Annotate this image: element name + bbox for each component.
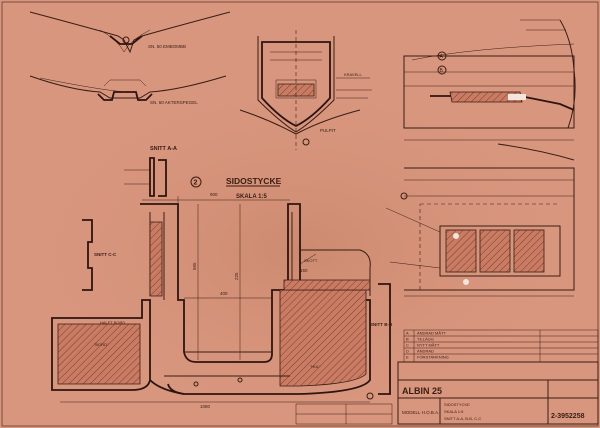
rev-c-text: NYTT MÅTT <box>417 343 440 348</box>
section-a-label: SNITT A-A <box>150 146 177 152</box>
dim-2: 565 <box>192 262 197 270</box>
subject-line-2: SKALA 1:5 <box>444 409 464 414</box>
dim-3: 225 <box>234 272 239 280</box>
rev-d-letter: D <box>406 349 409 354</box>
callout-a-top: A <box>440 54 444 60</box>
drawing-title: SIDOSTYCKE <box>226 176 282 186</box>
section-a-a: SNITT A-A 2 <box>124 146 202 197</box>
transom-label: PULPIT <box>320 128 336 133</box>
main-callouts: HALFT BORD "BORD" SKOTT "HUL" <box>94 253 321 369</box>
rev-b-letter: B <box>406 337 409 342</box>
dim-1: 900 <box>210 192 218 197</box>
drawing-scale: SKALA 1:5 <box>236 194 267 200</box>
dimensions: 900 565 225 1080 400 150 <box>60 192 370 409</box>
top-view-1-label: SN. 50 EMBOMBB <box>148 44 186 49</box>
section-c-label: SNITT C-C <box>94 252 117 257</box>
top-view-2: SN. 50 AKTERSPEGEL <box>29 75 227 105</box>
rev-b-text: TILLÄGG <box>417 337 434 342</box>
callout-d-circle <box>400 192 408 200</box>
top-view-1: SN. 50 EMBOMBB <box>29 11 231 54</box>
rev-d-text: ÄNDRAD <box>417 349 434 354</box>
label-skott: SKOTT <box>304 258 318 263</box>
rev-e-text: FÖRSTÄRKNING <box>417 355 449 360</box>
transom-note: KRAVELL <box>344 72 362 77</box>
rev-e-letter: E <box>406 355 409 360</box>
rev-a-letter: A <box>406 331 409 336</box>
bottom-left-notes <box>295 403 393 425</box>
revision-table: A ÄNDRAD MÅTT B TILLÄGG C NYTT MÅTT D ÄN… <box>403 329 599 363</box>
transom-section: PULPIT KRAVELL <box>239 30 372 150</box>
section-b-b: SNITT B-B <box>370 283 393 395</box>
subject-line-3: SNITT A-A, B-B, C-C <box>444 416 481 421</box>
main-side-piece <box>51 203 371 395</box>
boat-model: MODELL H.O.B.A. <box>402 410 439 415</box>
boat-name: ALBIN 25 <box>402 386 442 396</box>
plan-detail-right <box>385 167 575 297</box>
rev-c-letter: C <box>406 343 409 348</box>
callout-b-top: B <box>440 68 444 74</box>
section-c-c: SNITT C-C <box>82 219 117 291</box>
drawing-number: 2-3952258 <box>551 413 585 420</box>
rev-a-text: ÄNDRAD MÅTT <box>417 331 446 336</box>
dim-5: 400 <box>220 291 228 296</box>
label-halft-bord: HALFT BORD <box>100 320 125 325</box>
dim-6: 150 <box>300 268 308 273</box>
section-b-label: SNITT B-B <box>370 322 393 327</box>
top-view-2-label: SN. 50 AKTERSPEGEL <box>150 100 198 105</box>
label-hull: "HUL" <box>310 364 321 369</box>
dim-4: 1080 <box>200 404 211 409</box>
detail-number: 2 <box>194 180 198 187</box>
subject-line-1: SIDOSTYCKE <box>444 402 470 407</box>
callout-c-circle <box>366 392 374 400</box>
label-bord: "BORD" <box>94 342 109 347</box>
top-right-detail: A B <box>403 19 576 161</box>
